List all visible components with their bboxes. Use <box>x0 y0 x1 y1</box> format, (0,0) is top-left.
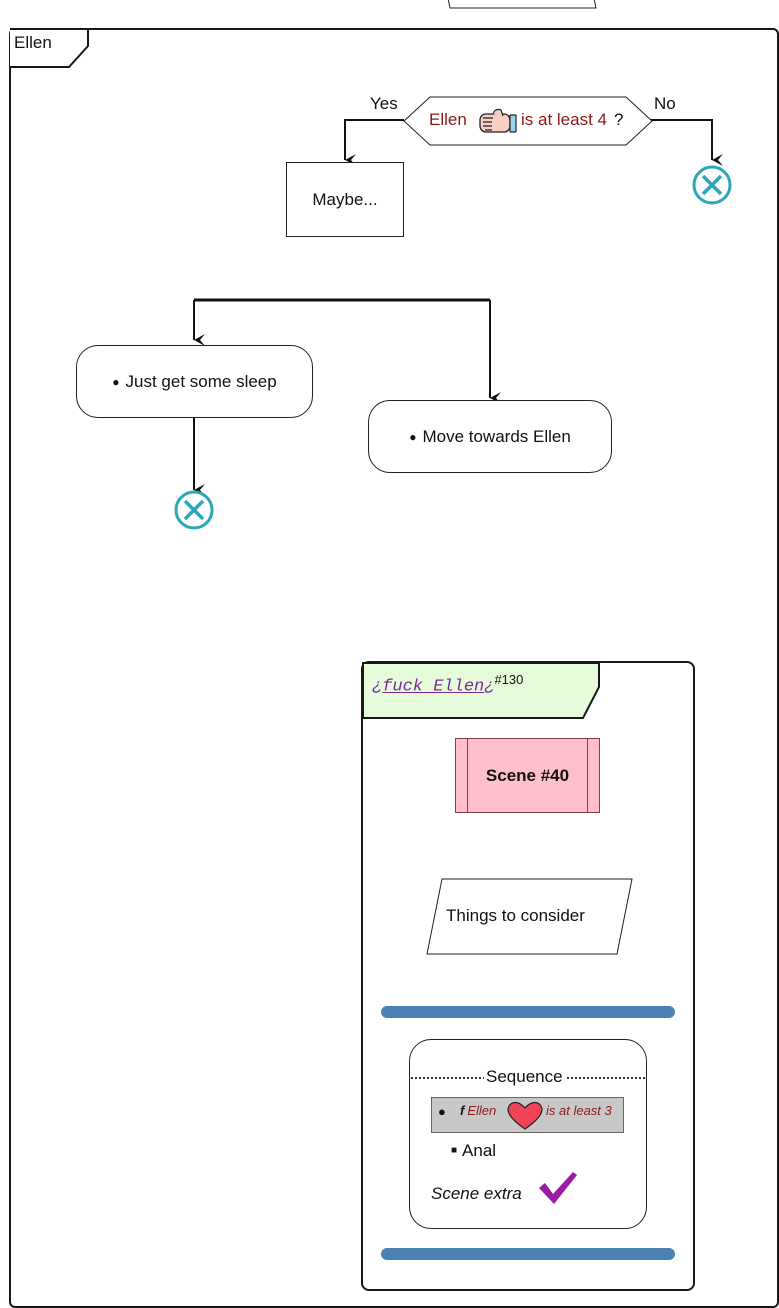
inner-group-prefix: ¿ <box>372 677 383 697</box>
decision-yes-label: Yes <box>370 94 398 113</box>
bullet-icon: ● <box>438 1104 446 1119</box>
inner-group-tab <box>362 662 600 719</box>
end-node-icon <box>174 490 214 530</box>
group-label: Ellen <box>14 33 52 52</box>
previous-io-box <box>447 0 597 9</box>
decision-diamond <box>403 96 653 146</box>
scene-extra-label: Scene extra <box>431 1184 522 1203</box>
activity-label: Move towards Ellen <box>409 427 570 447</box>
end-node-icon <box>692 165 732 205</box>
scene-box: Scene #40 <box>455 738 600 813</box>
decision-suffix: ? <box>614 110 624 129</box>
decision-no-label: No <box>654 94 676 113</box>
heart-icon <box>507 1101 543 1130</box>
condition-text: is at least 3 <box>546 1103 612 1118</box>
things-io-box <box>426 878 633 955</box>
inner-group-suffix: ¿ <box>484 677 495 697</box>
decision-condition: is at least 4 <box>521 110 607 129</box>
scene-box-right-rule <box>587 738 588 813</box>
fork-bar-bottom <box>381 1248 675 1260</box>
activity-move-towards-ellen: Move towards Ellen <box>368 400 612 473</box>
inner-group-title[interactable]: ¿fuck Ellen¿#130 <box>372 672 523 697</box>
sequence-item: Anal <box>451 1141 496 1161</box>
things-label: Things to consider <box>446 906 585 925</box>
group-frame-tab <box>10 28 89 68</box>
thumbs-up-icon <box>479 108 517 133</box>
condition-flag: f <box>460 1103 465 1118</box>
inner-group-ref: #130 <box>494 672 524 687</box>
fork-bar-top <box>381 1006 675 1018</box>
flow-connectors <box>193 119 723 496</box>
activity-label: Just get some sleep <box>112 372 277 392</box>
sequence-title: Sequence <box>484 1067 565 1087</box>
inner-group-link[interactable]: fuck Ellen <box>382 677 485 697</box>
condition-actor: Ellen <box>467 1103 497 1118</box>
maybe-box: Maybe... <box>286 162 404 237</box>
scene-box-left-rule <box>467 738 468 813</box>
checkmark-icon <box>539 1172 577 1204</box>
activity-just-get-sleep: Just get some sleep <box>76 345 313 418</box>
decision-actor: Ellen <box>429 110 467 129</box>
